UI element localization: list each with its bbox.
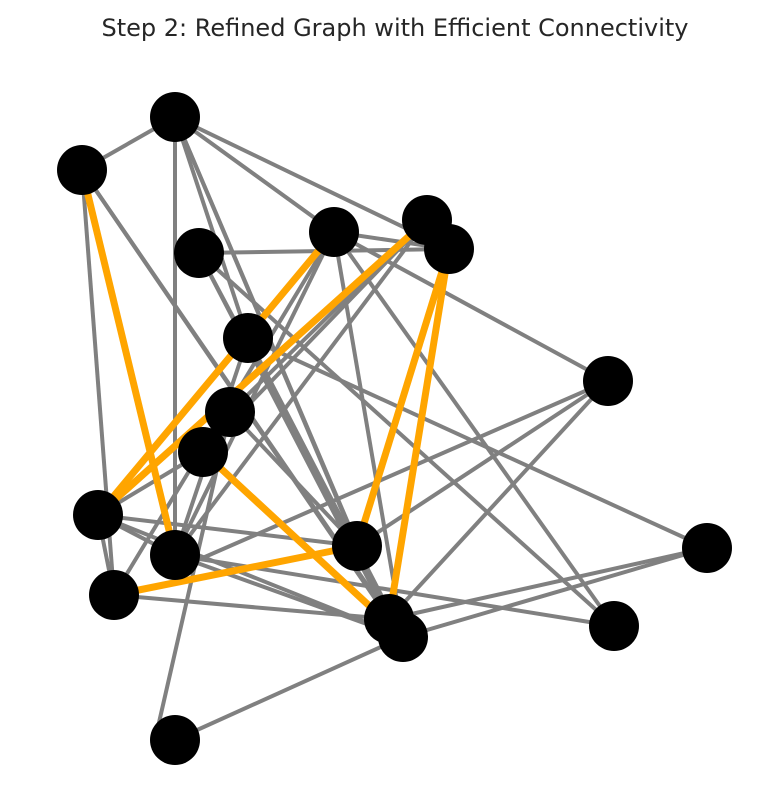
graph-edge — [174, 635, 404, 742]
graph-edge — [388, 546, 708, 621]
graph-node — [309, 207, 359, 257]
graph-edge — [355, 379, 610, 548]
highlighted-edge — [95, 217, 430, 518]
graph-edge — [173, 116, 250, 339]
graph-edge — [332, 231, 405, 638]
graph-edge — [332, 230, 616, 628]
graph-edge — [173, 231, 336, 556]
graph-title: Step 2: Refined Graph with Efficient Con… — [101, 14, 689, 42]
graph-node — [57, 145, 107, 195]
graph-node — [583, 356, 633, 406]
graph-node — [150, 92, 200, 142]
graph-edge — [97, 513, 358, 548]
graph-edge — [402, 546, 708, 639]
highlighted-edge — [353, 247, 453, 548]
graph-node — [682, 523, 732, 573]
graph-node — [174, 228, 224, 278]
graph-edge — [228, 410, 359, 548]
graph-edge — [247, 336, 708, 550]
graph-node — [178, 427, 228, 477]
graph-node — [378, 612, 428, 662]
graph-node — [332, 521, 382, 571]
graph-node — [89, 570, 139, 620]
graph-edge — [173, 218, 429, 557]
graph-edge — [387, 379, 610, 621]
graph-node — [223, 313, 273, 363]
node-layer — [57, 92, 732, 765]
highlighted-edge-layer — [78, 169, 453, 640]
highlighted-edge — [95, 229, 337, 518]
graph-node — [150, 530, 200, 580]
graph-node — [73, 490, 123, 540]
graph-edge — [174, 379, 609, 572]
highlighted-edge — [78, 169, 179, 556]
graph-edge — [113, 593, 390, 621]
graph-node — [205, 387, 255, 437]
graph-edge — [173, 115, 336, 234]
highlighted-edge — [385, 248, 453, 620]
graph-node — [150, 715, 200, 765]
graph-edge — [333, 230, 609, 383]
graph-node — [424, 224, 474, 274]
graph-node — [589, 601, 639, 651]
